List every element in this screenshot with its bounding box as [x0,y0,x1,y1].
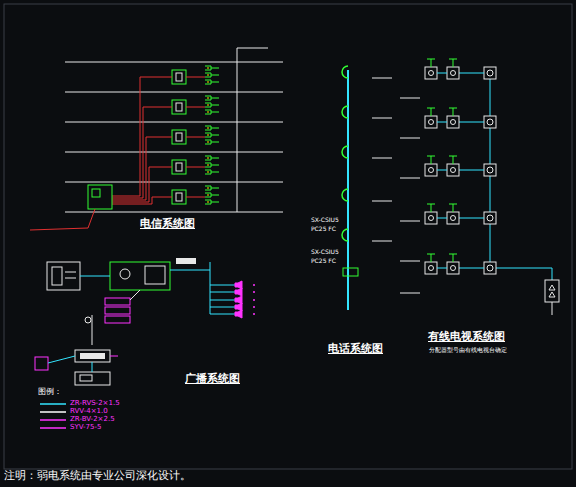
legend-swatch [40,419,66,421]
note-text: 分配器型号由有线电视台确定 [428,347,508,354]
legend-heading: 图例： [38,388,62,397]
legend-swatch [40,427,66,429]
catv-trunk [490,73,559,315]
diagram-title: 电信系统图 [140,218,195,230]
broadcast-equipment [35,258,210,385]
cable-spec: PC25 FC [310,226,337,233]
legend-text: SYV-75-5 [70,424,102,431]
phone-riser [343,70,358,310]
legend-text: ZR-RVS-2×1.5 [70,400,120,407]
legend-text: RVV-4×1.0 [70,408,108,415]
legend-text: ZR-BV-2×2.5 [70,416,115,423]
cable-spec: PC25 FC [310,258,337,265]
catv-floors [425,59,496,274]
telecom-units [112,66,219,204]
phone-outlets [342,66,420,293]
diagram-title: 电话系统图 [328,343,383,355]
legend-swatch [40,411,66,413]
telecom-main [30,185,112,230]
drawing-frame [4,4,572,469]
legend-swatch [40,403,66,405]
cable-spec: SX-CSIU5 [310,249,340,256]
note-text: 注明：弱电系统由专业公司深化设计。 [4,470,191,482]
cable-spec: SX-CSIU5 [310,217,340,224]
speaker-branches [210,281,255,318]
diagram-title: 广播系统图 [185,373,240,385]
telecom-floors [65,48,283,212]
diagram-title: 有线电视系统图 [428,331,505,343]
legend [40,404,66,428]
